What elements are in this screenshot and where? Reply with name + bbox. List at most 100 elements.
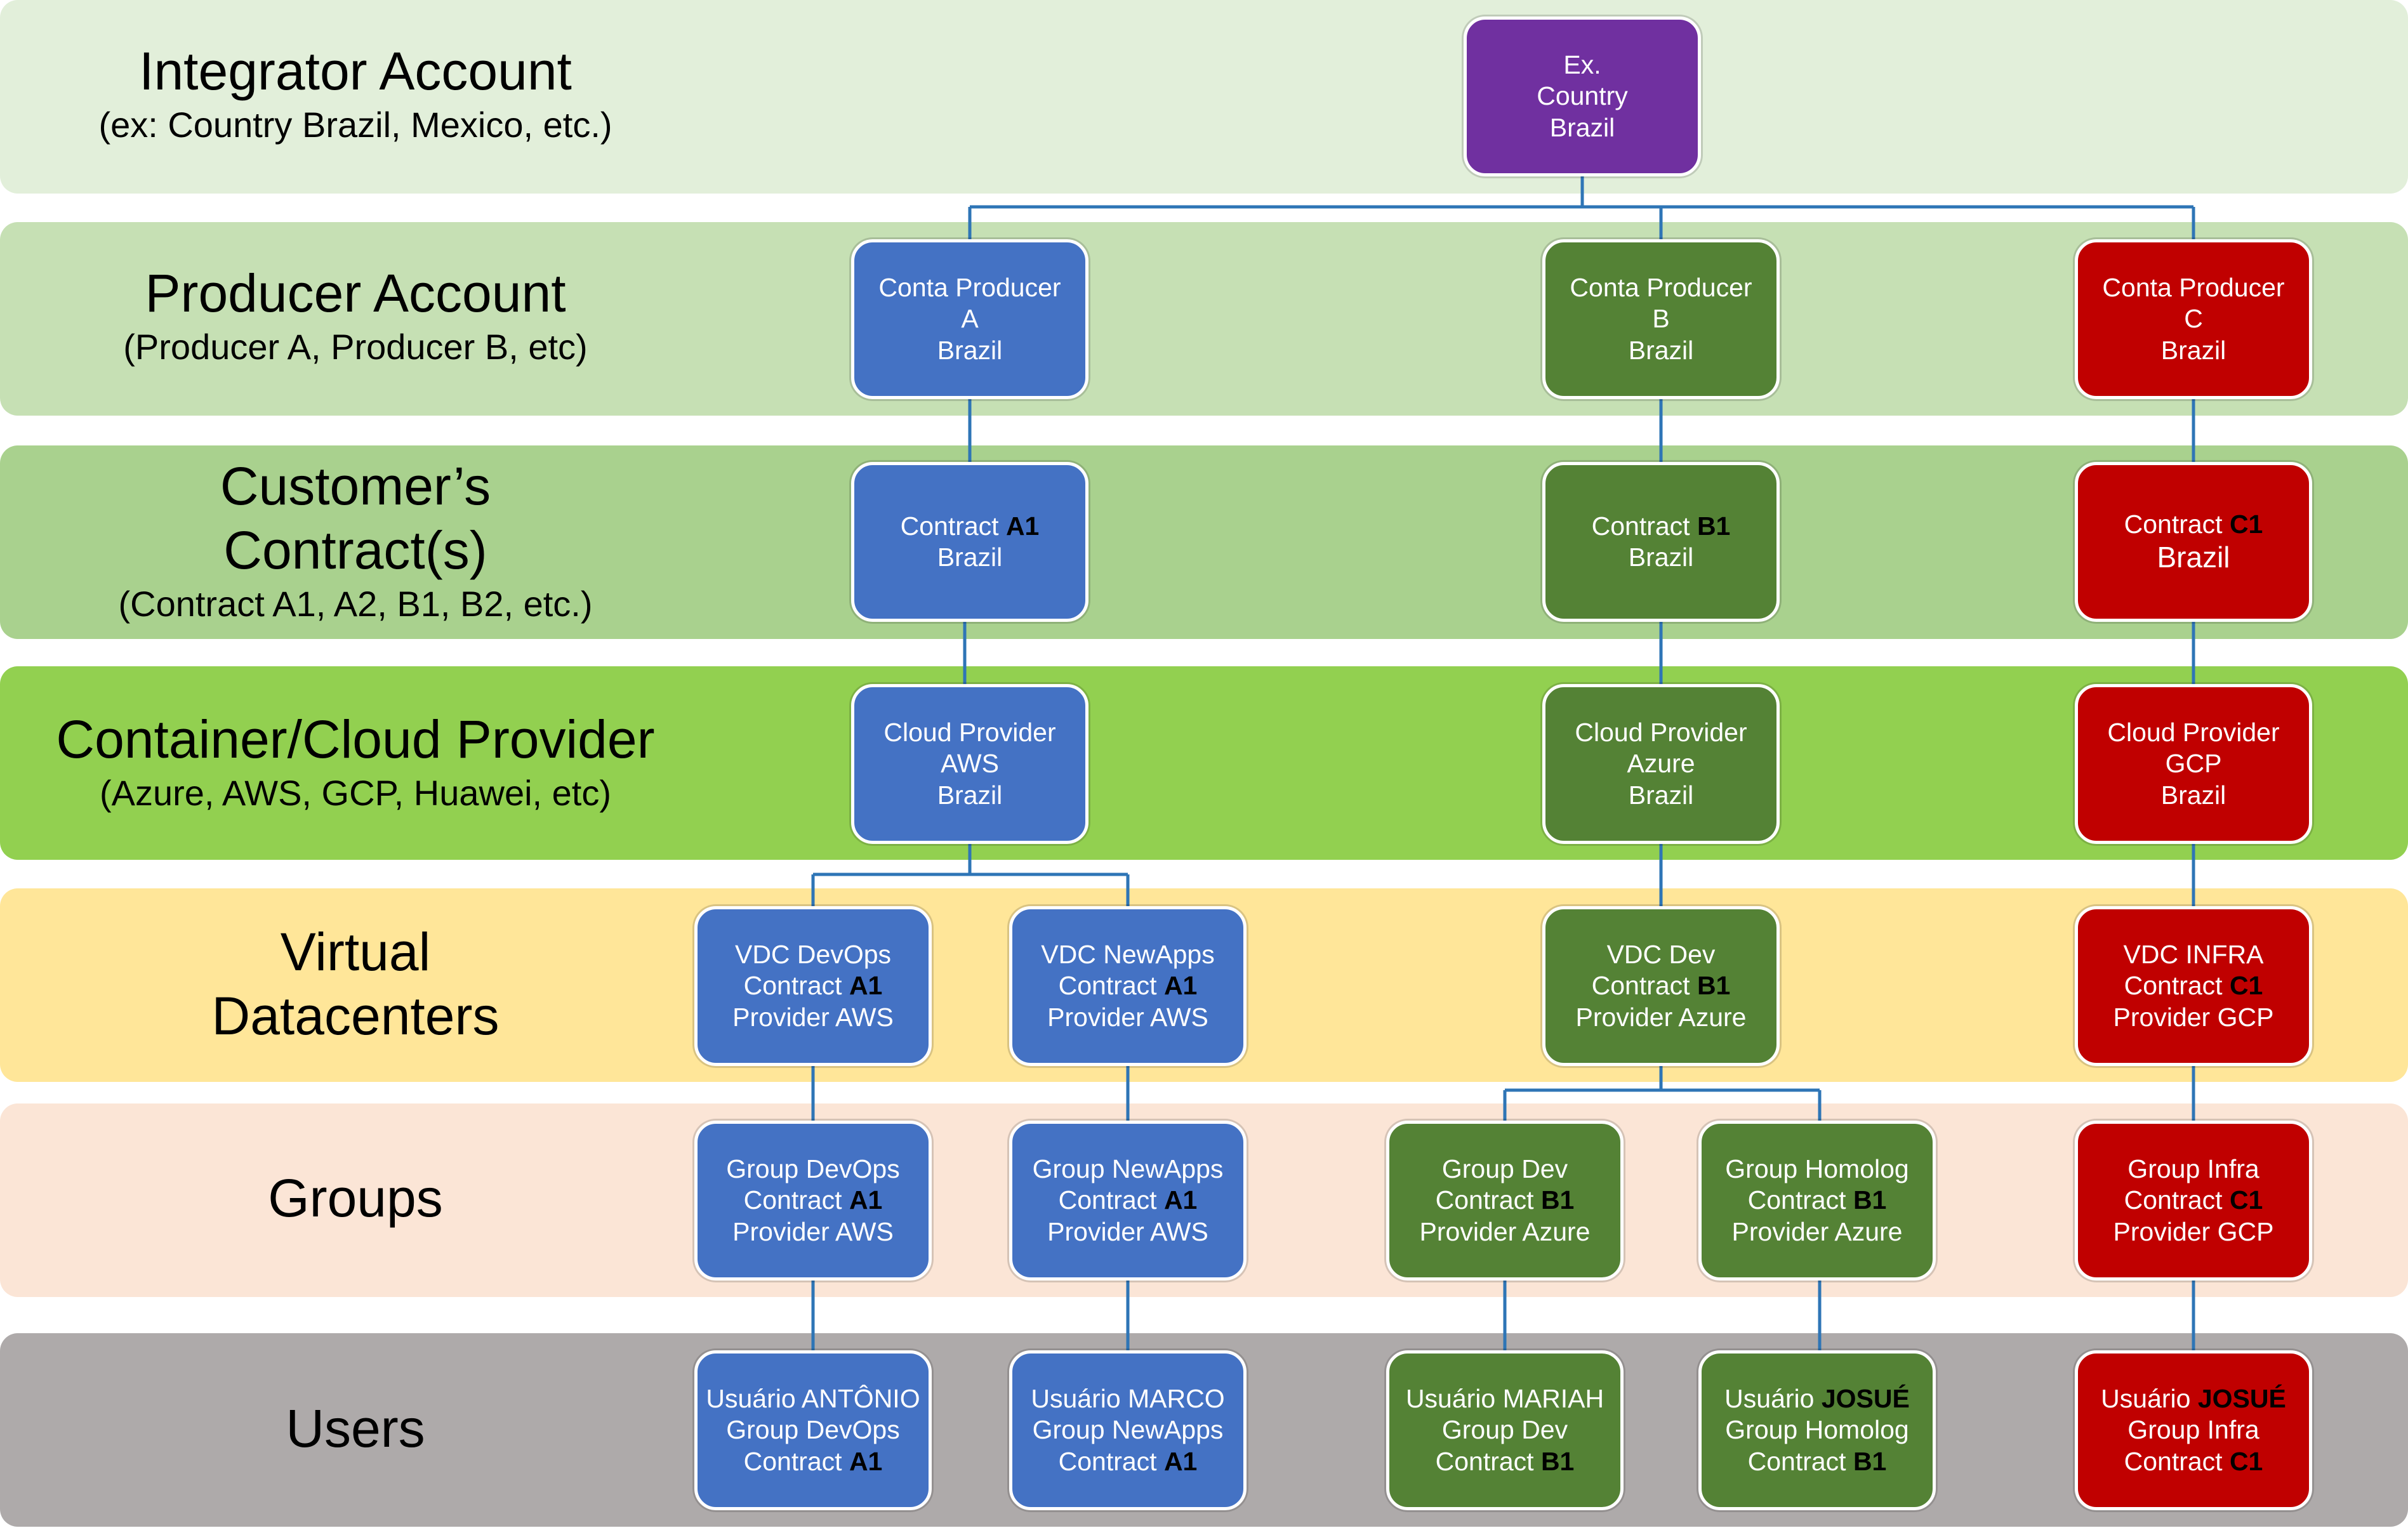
node-line: Brazil — [1628, 543, 1694, 572]
node-text: Contract — [1747, 1185, 1853, 1215]
node-line: Contract C1 — [2124, 509, 2263, 540]
node-producer-b[interactable]: Conta Producer B Brazil — [1542, 239, 1780, 399]
node-line: GCP — [2165, 749, 2222, 779]
band-label-groups: Groups — [0, 1166, 711, 1230]
node-line: Provider AWS — [732, 1216, 894, 1246]
node-line: Contract B1 — [1436, 1185, 1575, 1216]
node-line: Conta Producer — [1570, 273, 1752, 303]
node-user-mariah[interactable]: Usuário MARIAH Group Dev Contract B1 — [1386, 1350, 1624, 1510]
node-line: Provider AWS — [732, 1002, 894, 1032]
band-title: Container/Cloud Provider — [56, 709, 655, 769]
band-label-producer: Producer Account (Producer A, Producer B… — [0, 261, 711, 368]
node-line: Usuário MARCO — [1031, 1384, 1225, 1414]
node-line: Cloud Provider — [1575, 718, 1747, 748]
node-line: Cloud Provider — [883, 718, 1056, 748]
node-cloud-aws[interactable]: Cloud Provider AWS Brazil — [851, 684, 1088, 844]
node-group-dev[interactable]: Group Dev Contract B1 Provider Azure — [1386, 1121, 1624, 1281]
band-subtitle: (Contract A1, A2, B1, B2, etc.) — [118, 583, 593, 624]
node-cloud-azure[interactable]: Cloud Provider Azure Brazil — [1542, 684, 1780, 844]
node-emphasis: A1 — [1163, 971, 1198, 1001]
node-emphasis: A1 — [1163, 1185, 1198, 1215]
node-line: Contract A1 — [744, 1446, 883, 1477]
band-label-integrator: Integrator Account (ex: Country Brazil, … — [0, 39, 711, 146]
node-user-antonio[interactable]: Usuário ANTÔNIO Group DevOps Contract A1 — [694, 1350, 932, 1510]
node-vdc-newapps[interactable]: VDC NewApps Contract A1 Provider AWS — [1009, 906, 1247, 1066]
band-title: Datacenters — [211, 985, 499, 1046]
node-vdc-infra[interactable]: VDC INFRA Contract C1 Provider GCP — [2075, 906, 2312, 1066]
node-line: Conta Producer — [878, 273, 1061, 303]
node-line: Group DevOps — [726, 1154, 900, 1184]
node-line: VDC DevOps — [734, 940, 892, 970]
node-line: Contract C1 — [2124, 1185, 2263, 1216]
node-contract-b1[interactable]: Contract B1 Brazil — [1542, 462, 1780, 622]
band-title: Groups — [268, 1168, 443, 1228]
node-text: Contract — [1591, 511, 1697, 541]
node-text: Contract — [1747, 1446, 1853, 1476]
node-text: Contract — [2124, 1446, 2230, 1476]
node-group-devops[interactable]: Group DevOps Contract A1 Provider AWS — [694, 1121, 932, 1281]
node-line: Usuário JOSUÉ — [1724, 1383, 1910, 1414]
node-line: VDC NewApps — [1041, 940, 1215, 970]
node-text: Contract — [1435, 1185, 1541, 1215]
node-contract-a1[interactable]: Contract A1 Brazil — [851, 462, 1088, 622]
node-text: Contract — [1058, 971, 1164, 1001]
node-line: Contract A1 — [1059, 1446, 1198, 1477]
band-cloud — [0, 666, 2408, 860]
node-text: Usuário — [1724, 1384, 1822, 1414]
node-line: Contract C1 — [2124, 970, 2263, 1001]
node-line: Group Dev — [1441, 1415, 1568, 1445]
band-title: Users — [286, 1399, 425, 1458]
node-cloud-gcp[interactable]: Cloud Provider GCP Brazil — [2075, 684, 2312, 844]
node-user-josue-homolog[interactable]: Usuário JOSUÉ Group Homolog Contract B1 — [1698, 1350, 1936, 1510]
band-title: Contract(s) — [223, 520, 487, 580]
node-line: AWS — [941, 749, 999, 779]
node-line: Contract B1 — [1592, 970, 1731, 1001]
node-emphasis: JOSUÉ — [1821, 1384, 1910, 1414]
node-emphasis: A1 — [1163, 1446, 1198, 1476]
node-group-infra[interactable]: Group Infra Contract C1 Provider GCP — [2075, 1121, 2312, 1281]
node-emphasis: JOSUÉ — [2197, 1384, 2286, 1414]
node-line: Azure — [1627, 749, 1695, 779]
node-text: Contract — [743, 1185, 849, 1215]
node-emphasis: B1 — [1697, 511, 1731, 541]
node-line: Provider GCP — [2113, 1216, 2274, 1246]
node-vdc-dev[interactable]: VDC Dev Contract B1 Provider Azure — [1542, 906, 1780, 1066]
node-line: Provider AWS — [1047, 1216, 1208, 1246]
band-title: Customer’s — [220, 456, 491, 516]
node-line: Brazil — [937, 780, 1003, 810]
node-line: Contract A1 — [744, 970, 883, 1001]
node-group-newapps[interactable]: Group NewApps Contract A1 Provider AWS — [1009, 1121, 1247, 1281]
node-line: Contract A1 — [744, 1185, 883, 1216]
node-integrator-brazil[interactable]: Ex. Country Brazil — [1464, 16, 1701, 176]
node-line: Group NewApps — [1032, 1154, 1224, 1184]
node-contract-c1[interactable]: Contract C1 Brazil — [2075, 462, 2312, 622]
node-text: Contract — [1591, 971, 1697, 1001]
node-line: Contract A1 — [1059, 970, 1198, 1001]
node-line: C — [2184, 304, 2203, 334]
band-contract — [0, 445, 2408, 639]
node-group-homolog[interactable]: Group Homolog Contract B1 Provider Azure — [1698, 1121, 1936, 1281]
node-line: Group Dev — [1441, 1154, 1568, 1184]
node-text: Contract — [1435, 1446, 1541, 1476]
node-line: Brazil — [2160, 335, 2226, 365]
node-line: Conta Producer — [2102, 273, 2285, 303]
node-vdc-devops[interactable]: VDC DevOps Contract A1 Provider AWS — [694, 906, 932, 1066]
node-emphasis: B1 — [1697, 971, 1731, 1001]
node-line: Contract B1 — [1748, 1446, 1887, 1477]
node-producer-c[interactable]: Conta Producer C Brazil — [2075, 239, 2312, 399]
node-line: Group NewApps — [1032, 1415, 1224, 1445]
node-line: Ex. — [1563, 50, 1601, 80]
node-line: Brazil — [2160, 780, 2226, 810]
node-line: VDC INFRA — [2123, 940, 2264, 970]
node-line: Brazil — [1628, 335, 1694, 365]
node-text: Contract — [900, 511, 1006, 541]
node-user-josue-infra[interactable]: Usuário JOSUÉ Group Infra Contract C1 — [2075, 1350, 2312, 1510]
node-producer-a[interactable]: Conta Producer A Brazil — [851, 239, 1088, 399]
band-title: Virtual — [280, 922, 431, 982]
node-emphasis: A1 — [849, 1446, 883, 1476]
node-text: Contract — [1058, 1446, 1164, 1476]
node-line: Group DevOps — [726, 1415, 900, 1445]
node-user-marco[interactable]: Usuário MARCO Group NewApps Contract A1 — [1009, 1350, 1247, 1510]
node-line: Provider GCP — [2113, 1002, 2274, 1032]
